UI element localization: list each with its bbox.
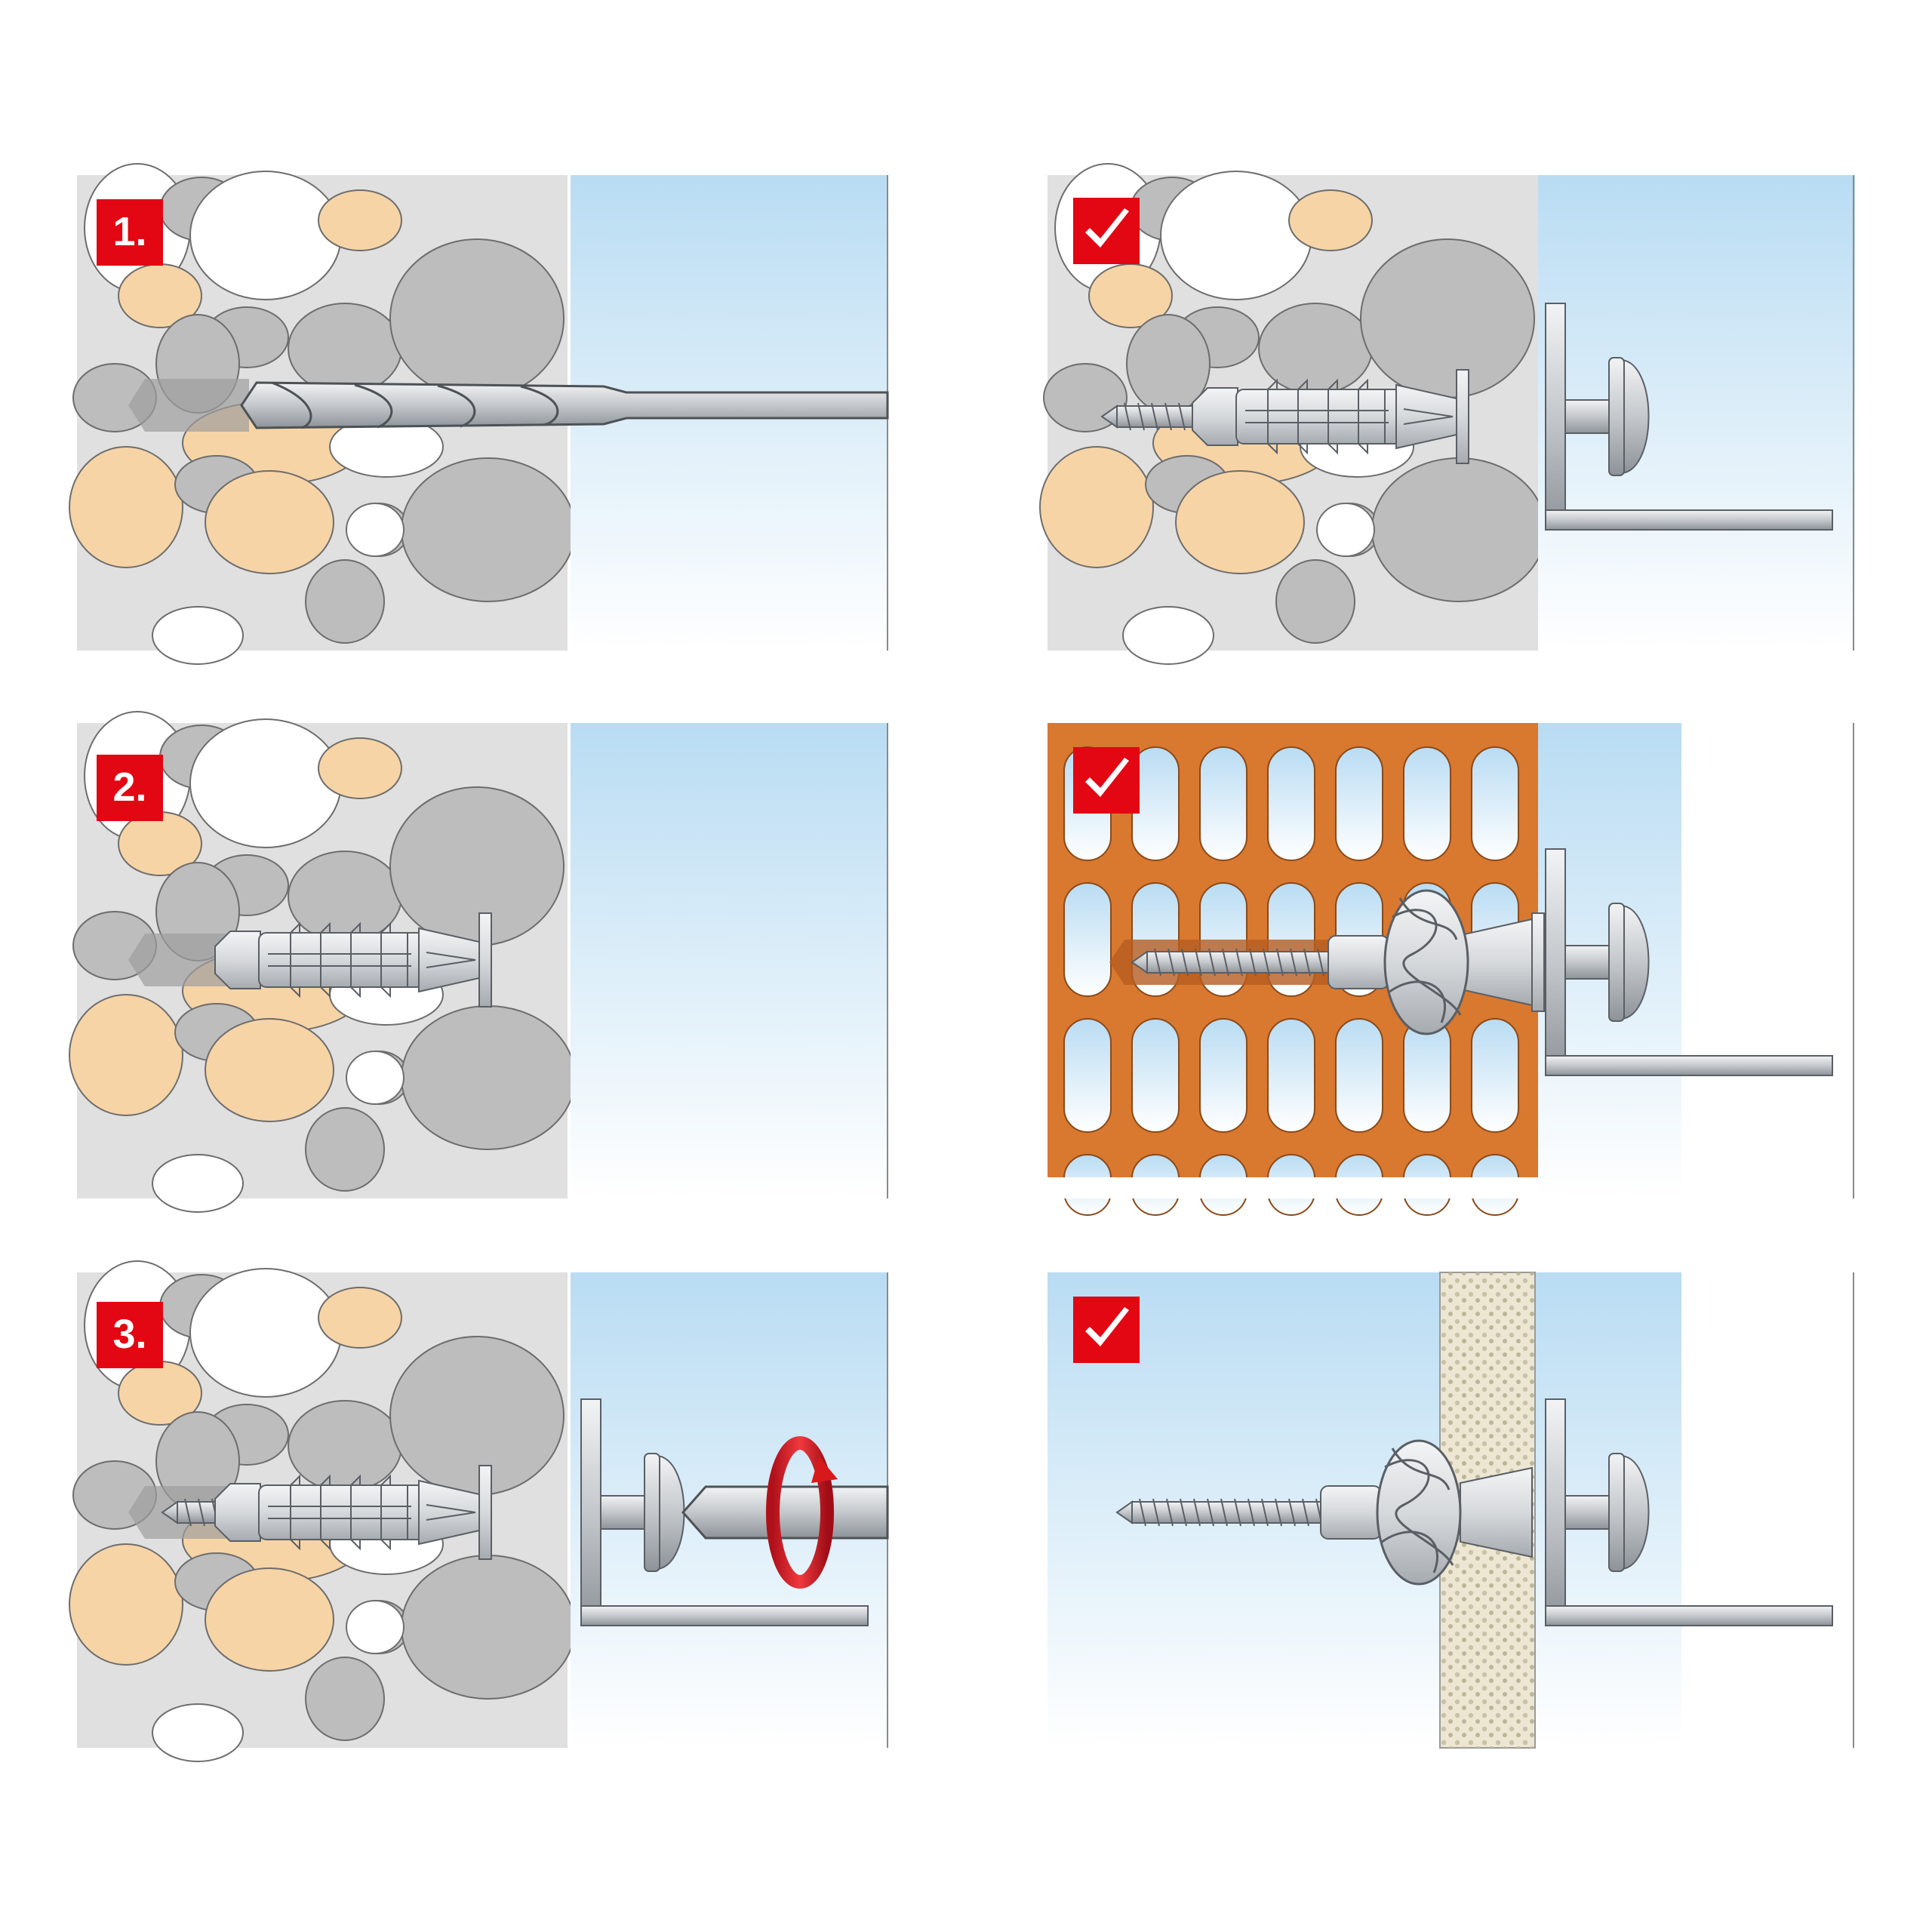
rotation-arrow-icon (766, 1436, 838, 1589)
step-number-1: 1. (112, 209, 146, 254)
screw-icon (1116, 1498, 1329, 1527)
screwdriver-shaft (681, 1485, 889, 1540)
panel-result-board (1048, 1272, 1854, 1749)
wall-plug-icon (1327, 912, 1545, 1012)
panel-step-3: 3. (69, 1260, 889, 1762)
panel-result-perforated-brick (1048, 723, 1854, 1216)
step-number-3: 3. (112, 1312, 146, 1357)
checkmark-icon (1073, 747, 1140, 814)
knot-anchor (1383, 889, 1469, 1035)
panel-result-stone (1039, 163, 1855, 665)
panel-step-1: 1. (69, 163, 889, 665)
step-number-2: 2. (112, 764, 146, 810)
step-badge-2: 2. (97, 755, 163, 821)
drill-bit-icon (240, 381, 889, 429)
panel-step-2: 2. (69, 711, 888, 1213)
screw-icon (1131, 948, 1344, 977)
checkmark-icon (1073, 198, 1140, 264)
bore-hole (128, 379, 249, 432)
step-badge-1: 1. (97, 199, 163, 266)
knot-anchor (1376, 1439, 1462, 1586)
step-badge-3: 3. (97, 1302, 163, 1368)
checkmark-icon (1073, 1297, 1140, 1363)
